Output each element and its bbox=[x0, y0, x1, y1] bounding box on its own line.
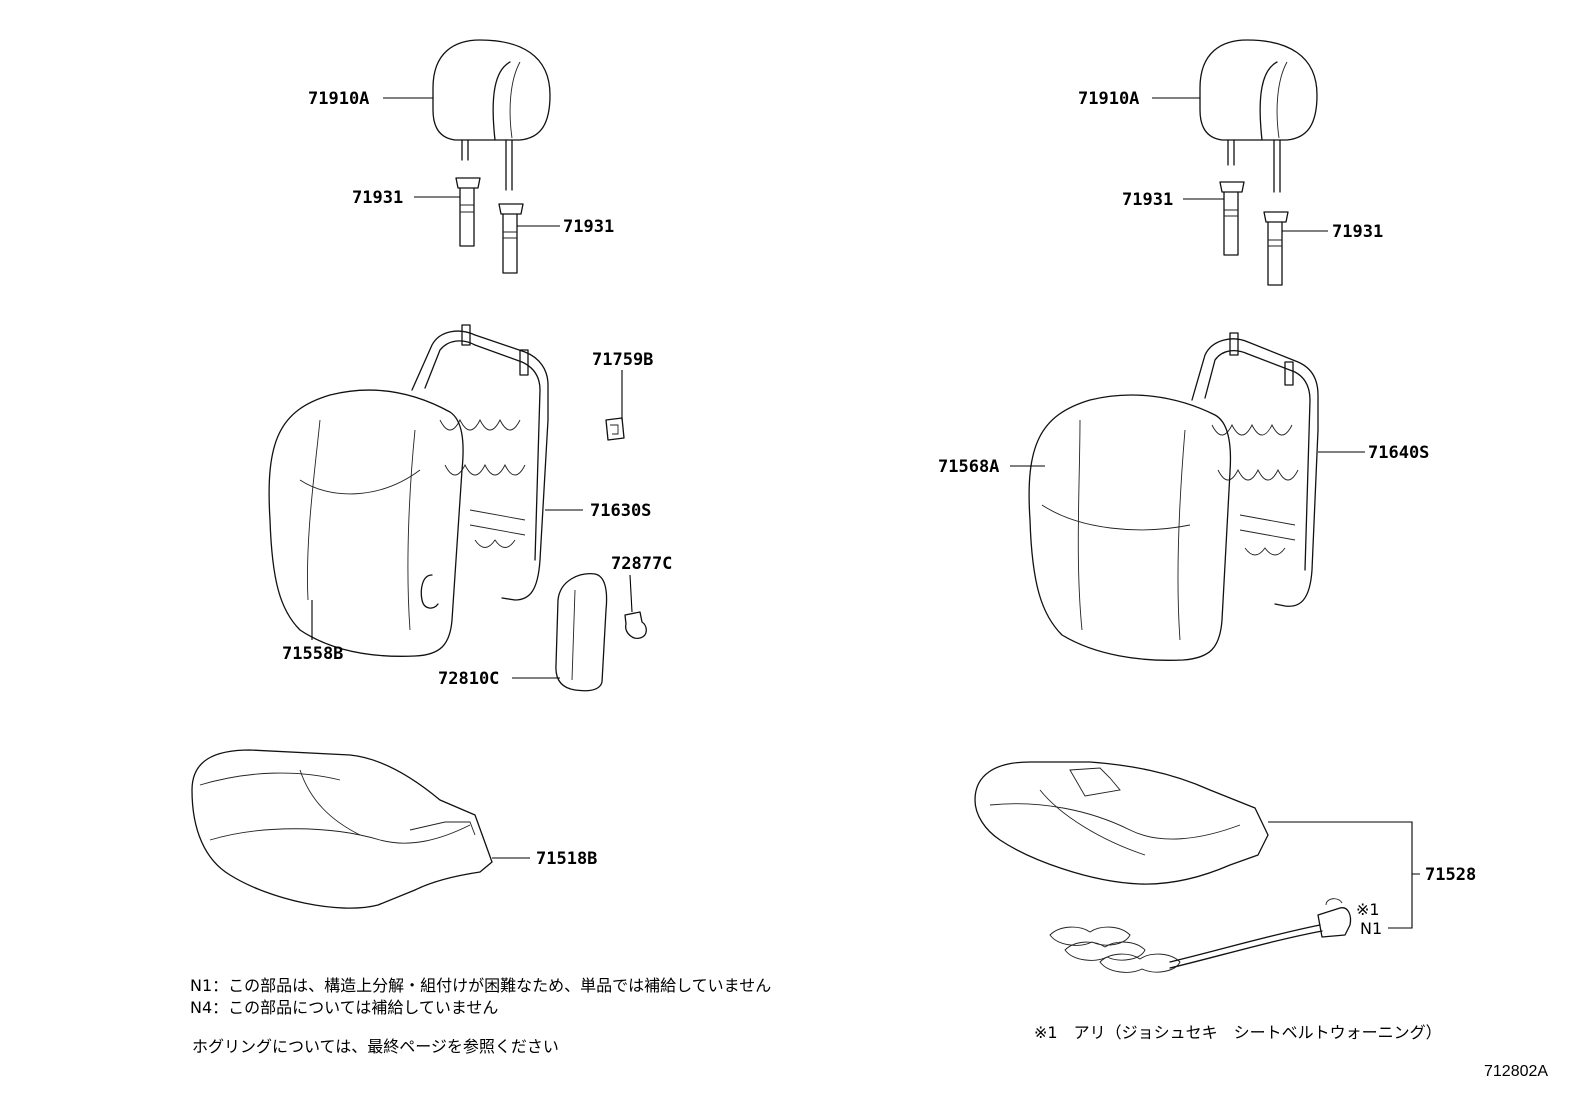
label-support-left-1: 71931 bbox=[352, 188, 403, 208]
seat-cushion-right-drawing bbox=[974, 761, 1269, 885]
lock-knob-drawing bbox=[605, 417, 625, 441]
label-marker-n1: N1 bbox=[1360, 919, 1382, 938]
label-cushion-left: 71518B bbox=[536, 849, 597, 869]
label-support-right-1: 71931 bbox=[1122, 190, 1173, 210]
label-clip: 72877C bbox=[611, 554, 672, 574]
headrest-support-right-2-drawing bbox=[1263, 211, 1289, 286]
headrest-support-left-1-drawing bbox=[455, 177, 481, 247]
seatback-frame-left-drawing bbox=[411, 324, 549, 601]
side-trim-drawing bbox=[555, 573, 608, 692]
seatback-cover-right-drawing bbox=[1028, 394, 1232, 661]
headrest-support-right-1-drawing bbox=[1219, 181, 1245, 256]
note-n4: N4：この部品については補給していません bbox=[190, 998, 498, 1017]
clip-drawing bbox=[624, 611, 647, 639]
label-support-right-2: 71931 bbox=[1332, 222, 1383, 242]
note-hog-ring: ホグリングについては、最終ページを参照ください bbox=[192, 1037, 559, 1056]
label-lock-knob: 71759B bbox=[592, 350, 653, 370]
leader-clip bbox=[629, 574, 633, 613]
leader-cushion-right bbox=[1268, 821, 1420, 929]
note-n1: N1：この部品は、構造上分解・組付けが困難なため、単品では補給していません bbox=[190, 976, 771, 995]
headrest-support-left-2-drawing bbox=[498, 203, 524, 274]
label-support-left-2: 71931 bbox=[563, 217, 614, 237]
seatback-cover-left-drawing bbox=[268, 389, 464, 657]
label-headrest-right: 71910A bbox=[1078, 89, 1139, 109]
label-headrest-left: 71910A bbox=[308, 89, 369, 109]
label-back-cover-right: 71568A bbox=[938, 457, 999, 477]
label-back-cover-left: 71558B bbox=[282, 644, 343, 664]
label-back-frame-right: 71640S bbox=[1368, 443, 1429, 463]
note-footnote: ※1 アリ（ジョシュセキ シートベルトウォーニング） bbox=[1034, 1023, 1442, 1042]
headrest-right-drawing bbox=[1199, 39, 1318, 193]
headrest-left-drawing bbox=[432, 39, 551, 191]
label-back-frame-left: 71630S bbox=[590, 501, 651, 521]
label-side-trim: 72810C bbox=[438, 669, 499, 689]
seat-cushion-left-drawing bbox=[191, 749, 493, 909]
label-marker-1: ※1 bbox=[1356, 900, 1380, 919]
sensor-mat-drawing bbox=[1049, 898, 1352, 973]
label-cushion-right: 71528 bbox=[1425, 865, 1476, 885]
seatback-frame-right-drawing bbox=[1191, 332, 1319, 607]
diagram-code: 712802A bbox=[1484, 1063, 1548, 1080]
